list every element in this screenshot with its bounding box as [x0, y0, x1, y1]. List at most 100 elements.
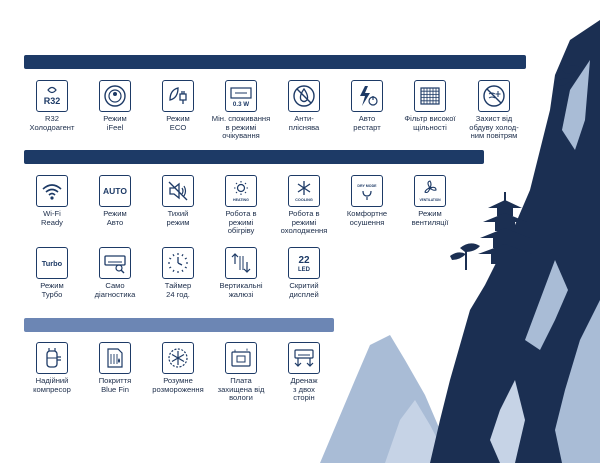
feature-dry-mode: DRY MODE Комфортне осушення — [337, 175, 397, 227]
feature-timer-24h: Таймер 24 год. — [148, 247, 208, 299]
feature-heating-sun: HEATING Робота в режимі обігріву — [211, 175, 271, 236]
feature-label: Скритий дисплей — [289, 281, 319, 299]
feature-label: Режим Авто — [103, 209, 127, 227]
pine-tree — [450, 243, 480, 270]
tile-text: HEATING — [233, 198, 249, 202]
tile-text: COOLING — [295, 198, 313, 202]
feature-label: Розумне розмороження — [152, 376, 204, 394]
standby-power-icon-graphic: 0.3 W — [230, 87, 252, 108]
cliff-highlight-2 — [525, 260, 568, 350]
feature-label: Таймер 24 год. — [164, 281, 192, 299]
tile-text: 22 — [298, 255, 310, 266]
cooling-snowflake-icon: COOLING — [288, 175, 320, 207]
ventilation-fan-icon-graphic: VENTILATION — [419, 180, 441, 202]
high-density-filter-icon — [414, 80, 446, 112]
auto-mode-icon: AUTO — [99, 175, 131, 207]
feature-label: Дренаж з двох сторін — [290, 376, 318, 403]
tile-text: R32 — [44, 96, 61, 106]
cliff-highlight-3 — [555, 300, 600, 463]
quiet-mode-icon-graphic — [168, 181, 188, 201]
moisture-protected-board-icon — [225, 342, 257, 374]
tile-text: VENTILATION — [419, 198, 441, 202]
pagoda — [478, 192, 532, 264]
feature-label: Надійний компресор — [33, 376, 71, 394]
r32-refrigerant-icon-graphic: R32 — [44, 86, 61, 106]
feature-label: R32 Холодоагент — [29, 114, 75, 132]
dual-side-drainage-icon-graphic — [294, 349, 314, 367]
feature-label: Комфортне осушення — [346, 209, 388, 227]
feature-vertical-louvers: Вертикальні жалюзі — [211, 247, 271, 299]
tile-text: Turbo — [42, 259, 63, 268]
feature-wifi: Wi-Fi Ready — [22, 175, 82, 227]
section-header-bar-3 — [24, 318, 334, 332]
feature-label: Режим вентиляції — [411, 209, 449, 227]
turbo-mode-icon-graphic: Turbo — [42, 259, 63, 268]
vertical-louvers-icon — [225, 247, 257, 279]
cold-draft-protection-icon — [478, 80, 510, 112]
feature-label: Wi-Fi Ready — [41, 209, 63, 227]
smart-defrost-icon-graphic — [168, 348, 188, 368]
tile-text: AUTO — [103, 186, 127, 196]
reliable-compressor-icon — [36, 342, 68, 374]
quiet-mode-icon — [162, 175, 194, 207]
feature-label: Вертикальні жалюзі — [219, 281, 263, 299]
anti-mold-icon — [288, 80, 320, 112]
auto-restart-icon — [351, 80, 383, 112]
feature-self-diagnosis: Само діагностика — [85, 247, 145, 299]
wifi-icon — [36, 175, 68, 207]
feature-auto-mode: AUTO Режим Авто — [85, 175, 145, 227]
top-tree — [556, 65, 582, 86]
cliff-highlight-1 — [562, 60, 590, 150]
cold-draft-protection-icon-graphic — [483, 85, 505, 107]
feature-label: Захист від обдуву холод- ним повітрям — [469, 114, 519, 141]
feature-blue-fin-coating: Покриття Blue Fin — [85, 342, 145, 394]
feature-quiet-mode: Тихий режим — [148, 175, 208, 227]
r32-refrigerant-icon: R32 — [36, 80, 68, 112]
high-density-filter-icon-graphic — [420, 87, 440, 105]
feature-auto-restart: Авто рестарт — [337, 80, 397, 132]
ifeel-icon-graphic — [104, 85, 126, 107]
dual-side-drainage-icon — [288, 342, 320, 374]
heating-sun-icon-graphic: HEATING — [233, 181, 249, 202]
anti-mold-icon-graphic — [293, 85, 315, 107]
ifeel-icon — [99, 80, 131, 112]
feature-dual-side-drainage: Дренаж з двох сторін — [274, 342, 334, 403]
feature-reliable-compressor: Надійний компресор — [22, 342, 82, 394]
feature-label: Режим iFeel — [103, 114, 127, 132]
eco-plug-icon — [162, 80, 194, 112]
feature-label: Робота в режимі обігріву — [225, 209, 257, 236]
auto-mode-icon-graphic: AUTO — [103, 186, 127, 196]
reliable-compressor-icon-graphic — [46, 348, 61, 368]
standby-power-icon: 0.3 W — [225, 80, 257, 112]
turbo-mode-icon: Turbo — [36, 247, 68, 279]
cliff-highlight-4 — [490, 380, 525, 463]
feature-eco-plug: Режим ECO — [148, 80, 208, 132]
feature-label: Авто рестарт — [353, 114, 381, 132]
moisture-protected-board-icon-graphic — [231, 348, 251, 367]
section-header-bar-1 — [24, 55, 526, 69]
tile-text: DRY MODE — [357, 184, 377, 188]
feature-moisture-protected-board: Плата захищена від вологи — [211, 342, 271, 403]
dry-mode-icon: DRY MODE — [351, 175, 383, 207]
heating-sun-icon: HEATING — [225, 175, 257, 207]
self-diagnosis-icon — [99, 247, 131, 279]
feature-ifeel: Режим iFeel — [85, 80, 145, 132]
feature-anti-mold: Анти- пліснява — [274, 80, 334, 132]
auto-restart-icon-graphic — [360, 86, 378, 106]
tile-text: 0.3 W — [233, 101, 249, 108]
feature-high-density-filter: Фільтр високої щільності — [400, 80, 460, 132]
eco-plug-icon-graphic — [169, 87, 187, 104]
blue-fin-coating-icon-graphic — [107, 348, 123, 368]
feature-ventilation-fan: VENTILATION Режим вентиляції — [400, 175, 460, 227]
feature-smart-defrost: Розумне розмороження — [148, 342, 208, 394]
section-header-bar-2 — [24, 150, 484, 164]
mountain-pagoda-scenery — [320, 20, 600, 463]
tile-text: LED — [298, 267, 311, 273]
